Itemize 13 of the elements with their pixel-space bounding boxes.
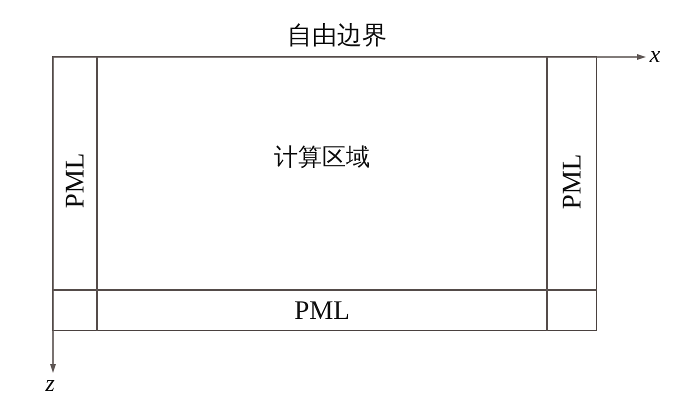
- axis-label: x: [650, 43, 660, 67]
- pml-label: PML: [558, 154, 585, 210]
- pml-label: PML: [294, 297, 350, 324]
- pml-layer: [546, 56, 597, 291]
- pml-layer: [96, 289, 548, 331]
- corner-cell: [546, 289, 597, 331]
- corner-cell: [52, 289, 98, 331]
- pml-layer: [52, 56, 98, 291]
- domain-label: 计算区域: [274, 144, 370, 168]
- boundary-label: 自由边界: [287, 22, 387, 48]
- pml-label: PML: [62, 152, 88, 208]
- axis-label: z: [45, 372, 55, 396]
- computation-domain: [96, 56, 548, 291]
